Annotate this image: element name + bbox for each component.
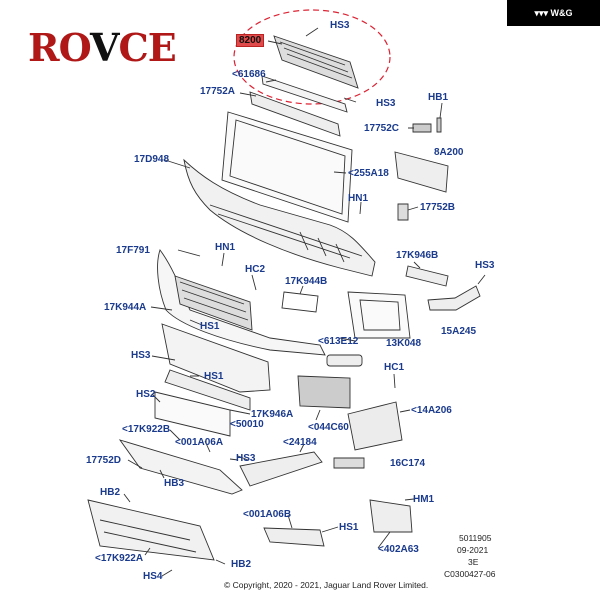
label-402a63: <402A63 — [378, 544, 419, 555]
label-hs2: HS2 — [136, 389, 156, 400]
label-044c60: <044C60 — [308, 422, 349, 433]
label-50010: <50010 — [230, 419, 264, 430]
label-17k922b: <17K922B — [122, 424, 171, 435]
label-hm1: HM1 — [413, 494, 435, 505]
label-17752c: 17752C — [364, 123, 400, 134]
label-17d948: 17D948 — [134, 154, 170, 165]
label-17752d: 17752D — [86, 455, 122, 466]
label-hc1: HC1 — [384, 362, 405, 373]
label-17k922a: <17K922A — [95, 553, 144, 564]
label-001a06a: <001A06A — [175, 437, 224, 448]
label-17752b: 17752B — [420, 202, 456, 213]
label-24184: <24184 — [283, 437, 317, 448]
label-hb2-b: HB2 — [231, 559, 252, 570]
label-hs4: HS4 — [143, 571, 163, 582]
label-13k048: 13K048 — [386, 338, 422, 349]
label-15a245: 15A245 — [441, 326, 477, 337]
rovce-logo: ROVCE — [28, 25, 177, 70]
label-hs3-r: HS3 — [475, 260, 495, 271]
label-17k946a: 17K946A — [251, 409, 294, 420]
label-17f791: 17F791 — [116, 245, 150, 256]
label-613e12: <613E12 — [318, 336, 359, 347]
label-8a200: 8A200 — [434, 147, 464, 158]
wg-badge: ▾▾▾ W&G — [507, 0, 600, 26]
copyright: © Copyright, 2020 - 2021, Jaguar Land Ro… — [224, 580, 429, 590]
doc-date: 09-2021 — [457, 545, 489, 555]
label-hs3-top: HS3 — [330, 20, 350, 31]
label-hn1-b: HN1 — [215, 242, 236, 253]
label-001a06b: <001A06B — [243, 509, 292, 520]
label-hs3-2: HS3 — [376, 98, 396, 109]
label-61686: <61686 — [232, 69, 266, 80]
label-hs3-l: HS3 — [131, 350, 151, 361]
label-17752a: 17752A — [200, 86, 236, 97]
label-14a206: <14A206 — [411, 405, 452, 416]
highlight-ellipse — [233, 9, 391, 105]
doc-code: C0300427-06 — [444, 569, 496, 579]
label-hc2: HC2 — [245, 264, 266, 275]
label-hb3: HB3 — [164, 478, 185, 489]
label-17k944b: 17K944B — [285, 276, 328, 287]
label-hs1-c: HS1 — [339, 522, 359, 533]
label-hs3-b: HS3 — [236, 453, 256, 464]
label-8200: 8200 — [236, 34, 265, 47]
label-255a18: <255A18 — [348, 168, 389, 179]
label-17k944a: 17K944A — [104, 302, 147, 313]
label-hn1-a: HN1 — [348, 193, 369, 204]
label-17k946b: 17K946B — [396, 250, 439, 261]
label-hb2-a: HB2 — [100, 487, 121, 498]
label-16c174: 16C174 — [390, 458, 426, 469]
label-hs1-b: HS1 — [204, 371, 224, 382]
label-hs1-a: HS1 — [200, 321, 220, 332]
doc-rev: 3E — [468, 557, 479, 567]
doc-number: 5011905 — [459, 533, 492, 543]
label-hb1: HB1 — [428, 92, 449, 103]
